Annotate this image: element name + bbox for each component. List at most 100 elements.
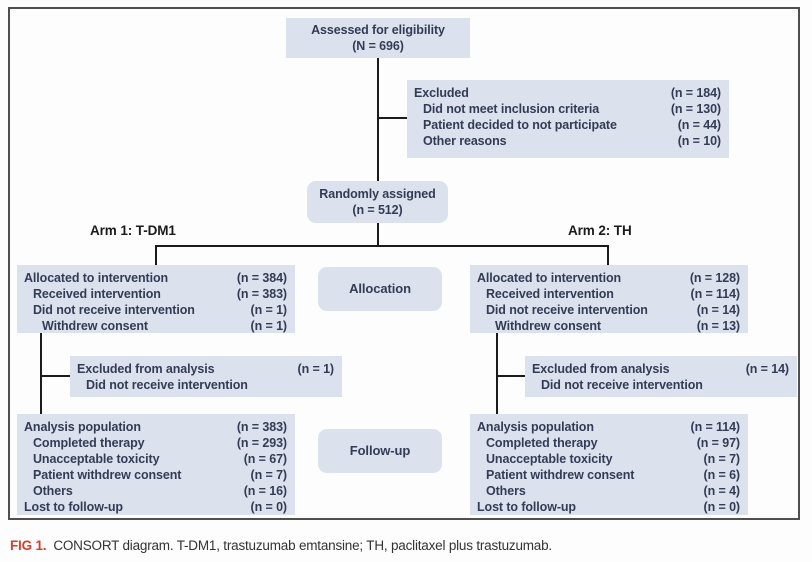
flow-row: Excluded from analysis (n = 1) [77,361,334,377]
node-allocated-arm2: Allocated to intervention(n = 128)Receiv… [470,265,748,333]
flow-row: Others(n = 16) [24,483,287,499]
flow-row: Lost to follow-up(n = 0) [477,499,740,515]
flow-row-value: (n = 383) [236,420,287,434]
flow-row: Unacceptable toxicity (n = 7) [477,451,740,467]
connector-alloc-to-analysis-right [496,331,498,415]
flow-row-label: Excluded from analysis [77,362,215,376]
stage-allocation-label: Allocation [349,281,411,296]
node-assessed-eligibility-count: (N = 696) [352,39,404,53]
flow-row-label: Did not receive intervention [86,378,248,392]
flow-row-value: (n = 184) [670,86,721,100]
flow-row-label: Unacceptable toxicity [486,452,613,466]
flow-row: Did not receive intervention [77,377,334,393]
connector-branch-excluded-left [41,375,71,377]
flow-row: Patient withdrew consent (n = 7) [24,467,287,483]
flow-row-value: (n = 7) [703,452,741,466]
flow-row-value: (n = 14) [696,303,740,317]
stage-followup-label: Follow-up [349,443,411,458]
flow-row: Did not receive intervention (n = 1) [24,302,287,318]
node-excluded-analysis-arm1: Excluded from analysis (n = 1) Did not rec… [70,356,342,397]
flow-row: Allocated to intervention (n = 384) [24,270,287,286]
node-assessed-eligibility: Assessed for eligibility (N = 696) [286,18,470,58]
flow-row-value: (n = 4) [703,484,741,498]
flow-row: Completed therapy(n = 97) [477,435,740,451]
connector-branch-excluded [378,117,408,119]
flow-row-label: Allocated to intervention [24,271,169,285]
flow-row-label: Excluded from analysis [532,362,670,376]
flow-row-label: Analysis population [477,420,594,434]
node-randomly-assigned-count: (n = 512) [352,203,403,217]
connector-drop-arm2 [607,245,609,265]
flow-row: Allocated to intervention(n = 128) [477,270,740,286]
node-randomly-assigned-title: Randomly assigned [319,187,436,201]
flow-row-value: (n = 97) [696,436,740,450]
flow-row-value: (n = 7) [250,468,288,482]
flow-row-label: Did not meet inclusion criteria [423,102,600,116]
flow-row: Did not receive intervention (n = 14) [477,302,740,318]
flow-row-value: (n = 384) [236,271,287,285]
flow-row-label: Other reasons [423,134,507,148]
flow-row-value: (n = 10) [677,134,721,148]
flow-row-label: Lost to follow-up [24,500,123,514]
flow-row-label: Analysis population [24,420,141,434]
flow-row-value: (n = 44) [677,118,721,132]
flow-row-value: (n = 383) [236,287,287,301]
flow-row-value: (n = 6) [703,468,741,482]
flow-row-label: Received intervention [486,287,614,301]
flow-row-label: Lost to follow-up [477,500,576,514]
flow-row-label: Excluded [414,86,469,100]
flow-row: Did not meet inclusion criteria (n = 130) [414,101,721,117]
flow-row: Patient withdrew consent (n = 6) [477,467,740,483]
flow-row: Withdrew consent(n = 13) [477,318,740,334]
arm2-label: Arm 2: TH [568,223,632,238]
flow-row: Analysis population (n = 383) [24,419,287,435]
flow-row-value: (n = 128) [689,271,740,285]
connector-alloc-to-analysis-left [40,331,42,415]
node-analysis-arm2: Analysis population (n = 114)Completed th… [470,414,748,515]
flow-row-label: Patient withdrew consent [33,468,182,482]
connector-random-to-split [377,222,379,247]
flow-row-label: Withdrew consent [495,319,601,333]
node-randomly-assigned: Randomly assigned (n = 512) [307,181,448,223]
flow-row: Completed therapy (n = 293) [24,435,287,451]
flow-row-value: (n = 130) [670,102,721,116]
flow-row: Patient decided to not participate (n = 4… [414,117,721,133]
connector-drop-arm1 [155,245,157,265]
flow-row-label: Withdrew consent [42,319,148,333]
flow-row: Unacceptable toxicity (n = 67) [24,451,287,467]
flow-row-label: Did not receive intervention [486,303,648,317]
flow-row-label: Did not receive intervention [33,303,195,317]
flow-row: Received intervention(n = 383) [24,286,287,302]
node-assessed-eligibility-title: Assessed for eligibility [311,23,445,37]
connector-eligibility-to-random [377,57,379,181]
node-excluded-analysis-arm2: Excluded from analysis(n = 14)Did not re… [525,356,797,397]
node-excluded: Excluded(n = 184)Did not meet inclusion … [407,80,729,158]
arm1-label: Arm 1: T-DM1 [90,223,176,238]
flow-row-value: (n = 1) [297,362,335,376]
figure-caption-text: CONSORT diagram. T-DM1, trastuzumab emta… [53,538,552,553]
node-analysis-arm1: Analysis population(n = 383)Completed th… [17,414,295,515]
flow-row-label: Did not receive intervention [541,378,703,392]
node-allocated-arm1: Allocated to intervention (n = 384)Receiv… [17,265,295,333]
flow-row-value: (n = 1) [250,319,288,333]
flow-row-value: (n = 16) [243,484,287,498]
flow-row-value: (n = 114) [690,287,741,301]
flow-row-value: (n = 0) [250,500,288,514]
flow-row-label: Others [486,484,526,498]
flow-row: Withdrew consent (n = 1) [24,318,287,334]
flow-row-label: Completed therapy [33,436,145,450]
flow-row-label: Unacceptable toxicity [33,452,160,466]
flow-row: Others (n = 4) [477,483,740,499]
flow-row: Excluded (n = 184) [414,85,721,101]
flow-row-value: (n = 67) [243,452,287,466]
flow-row-label: Patient decided to not participate [423,118,617,132]
flow-row: Lost to follow-up (n = 0) [24,499,287,515]
connector-split-horizontal [155,245,609,247]
stage-allocation: Allocation [318,267,442,311]
flow-row-value: (n = 1) [250,303,288,317]
flow-row: Other reasons (n = 10) [414,133,721,149]
flow-row-value: (n = 293) [236,436,287,450]
stage-followup: Follow-up [318,429,442,473]
flow-row-label: Patient withdrew consent [486,468,635,482]
flow-row-value: (n = 114) [690,420,741,434]
